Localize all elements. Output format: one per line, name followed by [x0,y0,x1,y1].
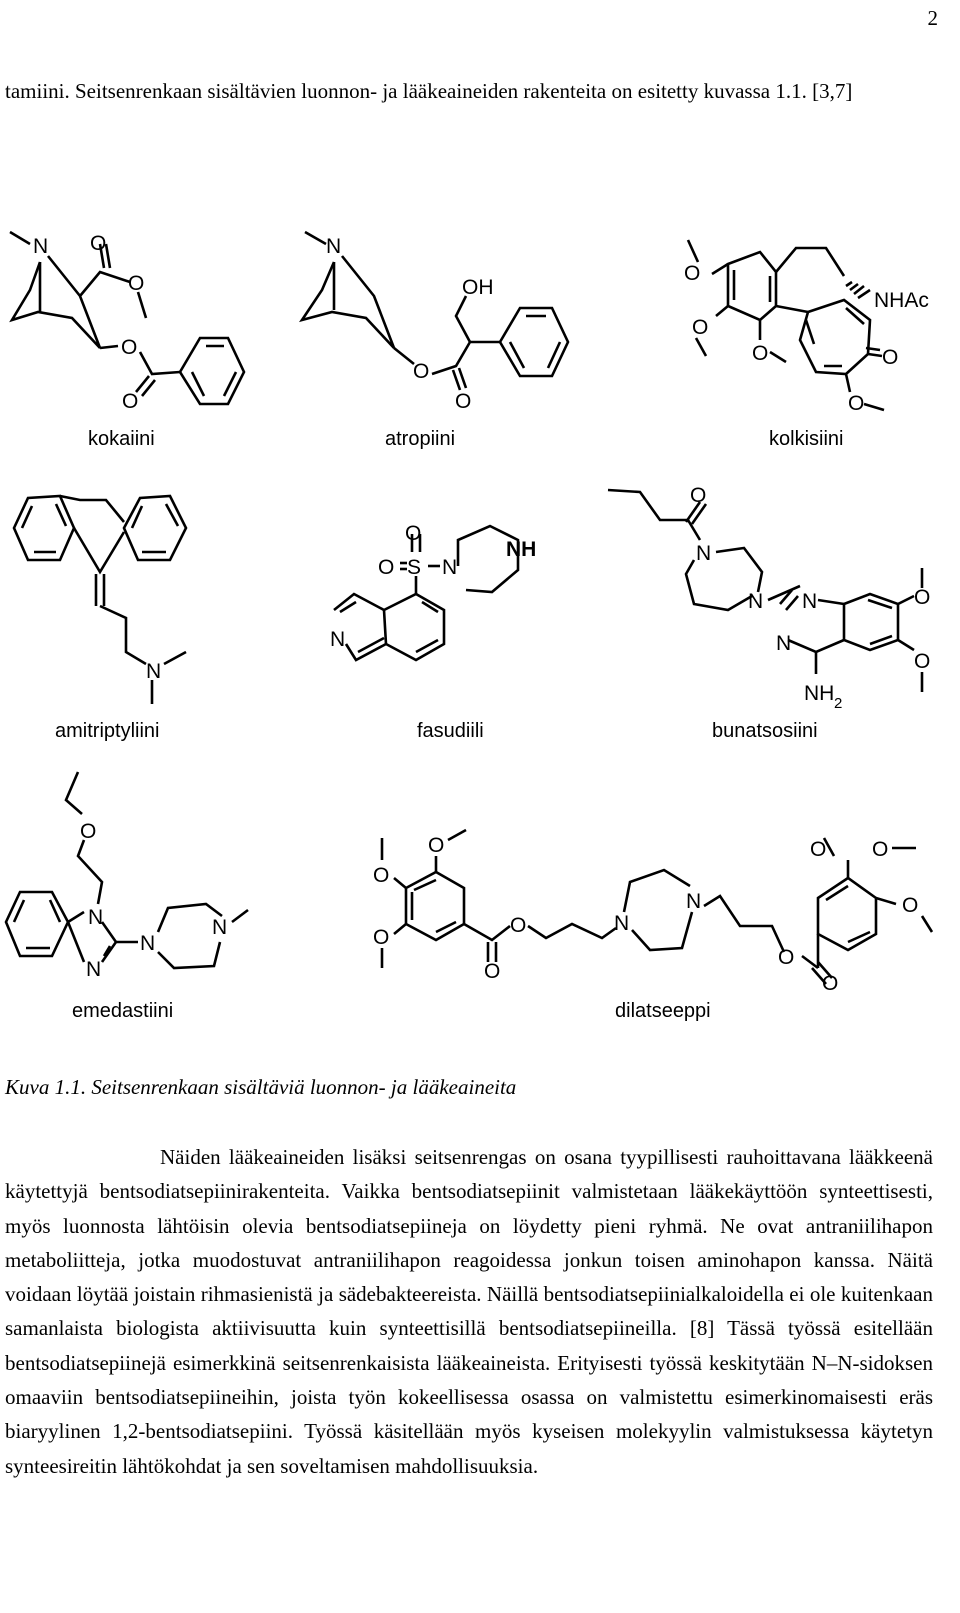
atom-o: O [752,342,768,365]
structure-amitriptyliini: N amitriptyliini [12,494,188,742]
structure-kokaiini: N O O O O kokaiini [9,230,246,450]
figure-caption: Kuva 1.1. Seitsenrenkaan sisältäviä luon… [5,1075,516,1100]
atom-n: N [212,916,227,939]
atom-o: O [872,838,888,861]
atom-n: N [88,906,103,929]
atom-oh: OH [462,276,494,299]
atom-n: N [442,556,457,579]
atom-o: O [122,390,138,413]
page-number: 2 [927,6,939,30]
compound-name-atropiini: atropiini [385,428,455,450]
atom-n: N [776,632,791,655]
atom-o: O [822,972,838,995]
atom-o: O [902,894,918,917]
atom-n: N [33,235,48,258]
atom-n: N [696,542,711,565]
atom-o: O [684,262,700,285]
intro-paragraph: tamiini. Seitsenrenkaan sisältävien luon… [5,79,853,103]
atom-o: O [778,946,794,969]
atom-n: N [140,932,155,955]
atom-n: N [146,660,161,683]
compound-name-emedastiini: emedastiini [72,1000,173,1022]
atom-nh: NH [506,538,536,561]
atom-n: N [686,890,701,913]
atom-s: S [407,556,421,579]
compound-name-kolkisiini: kolkisiini [769,428,843,450]
atom-o: O [128,272,144,295]
atom-o: O [810,838,826,861]
atom-o: O [690,484,706,507]
atom-n: N [86,958,101,981]
body-paragraph: Näiden lääkeaineiden lisäksi seitsenreng… [5,1145,933,1478]
atom-o: O [373,926,389,949]
atom-o: O [428,834,444,857]
atom-o: O [914,586,930,609]
compound-name-dilatseeppi: dilatseeppi [615,1000,711,1022]
atom-o: O [80,820,96,843]
structure-dilatseeppi: O O O O O N N O O O O O dilatseeppi [373,828,934,1022]
atom-o: O [914,650,930,673]
atom-nhac: NHAc [874,289,929,312]
structure-fasudiili: O O S N NH N fasudiili [330,522,536,742]
atom-o: O [882,346,898,369]
atom-o: O [455,390,471,413]
atom-n: N [330,628,345,651]
atom-o: O [405,522,421,545]
atom-o: O [848,392,864,415]
atom-o: O [373,864,389,887]
atom-o: O [484,960,500,983]
atom-o: O [90,232,106,255]
figure-caption-text: Seitsenrenkaan sisältäviä luonnon- ja lä… [91,1075,517,1099]
figure-caption-label: Kuva 1.1. [5,1075,87,1099]
structure-kolkisiini: O O O NHAc O O kolkisiini [684,239,929,450]
compound-name-amitriptyliini: amitriptyliini [55,720,159,742]
structure-bunatsosiini: O N N N N O O NH 2 bunatsosiini [607,484,930,742]
atom-subscript-2: 2 [834,695,842,712]
atom-n: N [802,590,817,613]
atom-o: O [413,360,429,383]
structures-figure: N O O O O kokaiini N OH O O atropiini [4,230,934,1022]
atom-nh2: NH [804,682,834,705]
atom-o: O [121,336,137,359]
compound-name-bunatsosiini: bunatsosiini [712,720,818,742]
atom-o: O [692,316,708,339]
atom-n: N [614,912,629,935]
atom-o: O [510,914,526,937]
atom-o: O [378,556,394,579]
structure-emedastiini: O N N N N emedastiini [4,771,249,1022]
atom-n: N [326,235,341,258]
structure-atropiini: N OH O O atropiini [299,230,570,450]
compound-name-kokaiini: kokaiini [88,428,155,450]
compound-name-fasudiili: fasudiili [417,720,484,742]
atom-n: N [748,590,763,613]
